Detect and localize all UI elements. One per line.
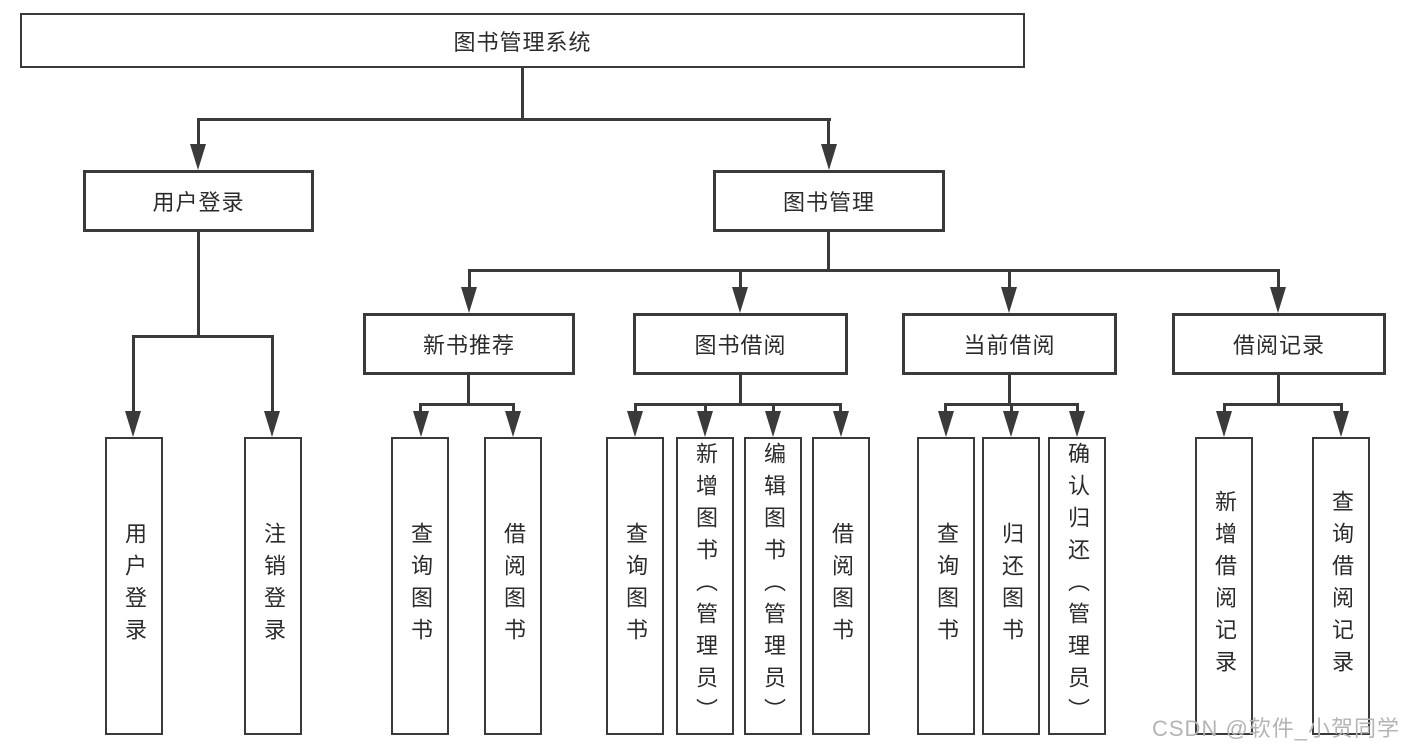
node-root: 图书管理系统 bbox=[20, 13, 1025, 68]
node-borrowing-records: 借阅记录 bbox=[1172, 313, 1386, 375]
node-root-label: 图书管理系统 bbox=[453, 29, 592, 55]
edge-to-newbook-query-line bbox=[419, 403, 422, 415]
edge-to-book-mgmt-arrow bbox=[821, 144, 837, 170]
edge-to-current-borrow-line bbox=[1008, 269, 1011, 293]
csdn-watermark: CSDN @软件_小贺同学 bbox=[1152, 716, 1401, 741]
edge-to-borrow-add-arrow bbox=[697, 411, 713, 437]
leaf-user-login: 用户登录 bbox=[105, 437, 163, 735]
edge-to-borrow-borrow-line bbox=[839, 403, 842, 415]
node-user-login-label: 用户登录 bbox=[152, 190, 245, 215]
edge-to-borrow-records-arrow bbox=[1270, 287, 1286, 313]
leaf-records-add-record: 新增借阅记录 bbox=[1195, 437, 1253, 735]
node-book-management-label: 图书管理 bbox=[782, 190, 875, 215]
leaf-borrow-borrow-book: 借阅图书 bbox=[812, 437, 870, 735]
edge-to-new-book-arrow bbox=[461, 287, 477, 313]
node-book-borrowing-label: 图书借阅 bbox=[694, 333, 787, 358]
edge-new-book-drop bbox=[467, 375, 470, 406]
edge-to-borrow-edit-line bbox=[772, 403, 775, 415]
leaf-current-query-book-label: 查询图书 bbox=[934, 522, 959, 650]
edge-book-mgmt-hline bbox=[468, 269, 1279, 272]
edge-to-newbook-borrow-line bbox=[512, 403, 515, 415]
leaf-user-login-label: 用户登录 bbox=[122, 522, 147, 650]
edge-to-borrow-query-arrow bbox=[627, 411, 643, 437]
edge-to-newbook-query-arrow bbox=[413, 411, 429, 437]
edge-to-leaf-user-login-arrow bbox=[125, 411, 141, 437]
leaf-borrow-edit-book-admin: 编辑图书（管理员） bbox=[744, 437, 802, 735]
node-new-book-recommendation-label: 新书推荐 bbox=[422, 333, 515, 358]
edge-level1-hline bbox=[197, 118, 831, 121]
leaf-current-query-book: 查询图书 bbox=[917, 437, 975, 735]
edge-to-book-mgmt-line bbox=[827, 118, 830, 150]
edge-to-records-query-arrow bbox=[1333, 411, 1349, 437]
edge-to-leaf-user-login-line bbox=[132, 335, 135, 415]
leaf-borrow-add-book-admin-label: 新增图书（管理员） bbox=[693, 442, 718, 730]
leaf-records-query-record-label: 查询借阅记录 bbox=[1329, 490, 1354, 682]
edge-to-borrow-borrow-arrow bbox=[833, 411, 849, 437]
leaf-borrow-add-book-admin: 新增图书（管理员） bbox=[676, 437, 734, 735]
leaf-current-return-book: 归还图书 bbox=[982, 437, 1040, 735]
leaf-borrow-edit-book-admin-label: 编辑图书（管理员） bbox=[761, 442, 786, 730]
leaf-records-query-record: 查询借阅记录 bbox=[1312, 437, 1370, 735]
node-user-login: 用户登录 bbox=[83, 170, 314, 232]
edge-to-current-return-arrow bbox=[1003, 411, 1019, 437]
edge-to-user-login-line bbox=[197, 118, 200, 150]
leaf-borrow-borrow-book-label: 借阅图书 bbox=[829, 522, 854, 650]
edge-to-current-confirm-line bbox=[1076, 403, 1079, 415]
edge-to-book-borrow-arrow bbox=[732, 287, 748, 313]
edge-to-book-borrow-line bbox=[739, 269, 742, 293]
edge-to-leaf-logout-line bbox=[271, 335, 274, 415]
node-borrowing-records-label: 借阅记录 bbox=[1232, 333, 1325, 358]
leaf-logout-label: 注销登录 bbox=[261, 522, 286, 650]
leaf-newbook-query-book-label: 查询图书 bbox=[408, 522, 433, 650]
node-book-borrowing: 图书借阅 bbox=[633, 313, 848, 375]
edge-user-login-hline bbox=[132, 335, 274, 338]
leaf-newbook-borrow-book: 借阅图书 bbox=[484, 437, 542, 735]
leaf-newbook-query-book: 查询图书 bbox=[391, 437, 449, 735]
edge-to-leaf-logout-arrow bbox=[264, 411, 280, 437]
edge-to-records-query-line bbox=[1340, 403, 1343, 415]
edge-to-borrow-query-line bbox=[634, 403, 637, 415]
node-book-management: 图书管理 bbox=[713, 170, 945, 232]
leaf-records-add-record-label: 新增借阅记录 bbox=[1212, 490, 1237, 682]
edge-book-borrow-drop bbox=[739, 375, 742, 406]
edge-to-current-query-line bbox=[944, 403, 947, 415]
edge-to-new-book-line bbox=[468, 269, 471, 293]
edge-to-newbook-borrow-arrow bbox=[505, 411, 521, 437]
leaf-logout: 注销登录 bbox=[244, 437, 302, 735]
leaf-newbook-borrow-book-label: 借阅图书 bbox=[501, 522, 526, 650]
node-current-borrowing: 当前借阅 bbox=[902, 313, 1117, 375]
leaf-current-confirm-return-admin-label: 确认归还（管理员） bbox=[1065, 442, 1090, 730]
node-current-borrowing-label: 当前借阅 bbox=[963, 333, 1056, 358]
edge-to-current-borrow-arrow bbox=[1001, 287, 1017, 313]
edge-user-login-drop bbox=[197, 232, 200, 338]
edge-book-borrow-hline bbox=[634, 403, 842, 406]
edge-to-current-return-line bbox=[1010, 403, 1013, 415]
edge-to-borrow-add-line bbox=[704, 403, 707, 415]
edge-to-borrow-records-line bbox=[1277, 269, 1280, 293]
edge-to-records-add-line bbox=[1223, 403, 1226, 415]
edge-new-book-hline bbox=[419, 403, 515, 406]
edge-to-borrow-edit-arrow bbox=[765, 411, 781, 437]
edge-root-drop bbox=[521, 68, 524, 121]
leaf-current-confirm-return-admin: 确认归还（管理员） bbox=[1048, 437, 1106, 735]
edge-to-user-login-arrow bbox=[190, 144, 206, 170]
edge-to-records-add-arrow bbox=[1216, 411, 1232, 437]
leaf-current-return-book-label: 归还图书 bbox=[999, 522, 1024, 650]
edge-to-current-query-arrow bbox=[938, 411, 954, 437]
edge-to-current-confirm-arrow bbox=[1069, 411, 1085, 437]
edge-book-mgmt-drop bbox=[827, 232, 830, 272]
edge-borrow-records-drop bbox=[1277, 375, 1280, 406]
leaf-borrow-query-book: 查询图书 bbox=[606, 437, 664, 735]
node-new-book-recommendation: 新书推荐 bbox=[363, 313, 575, 375]
leaf-borrow-query-book-label: 查询图书 bbox=[623, 522, 648, 650]
edge-borrow-records-hline bbox=[1223, 403, 1343, 406]
edge-current-borrow-drop bbox=[1008, 375, 1011, 406]
